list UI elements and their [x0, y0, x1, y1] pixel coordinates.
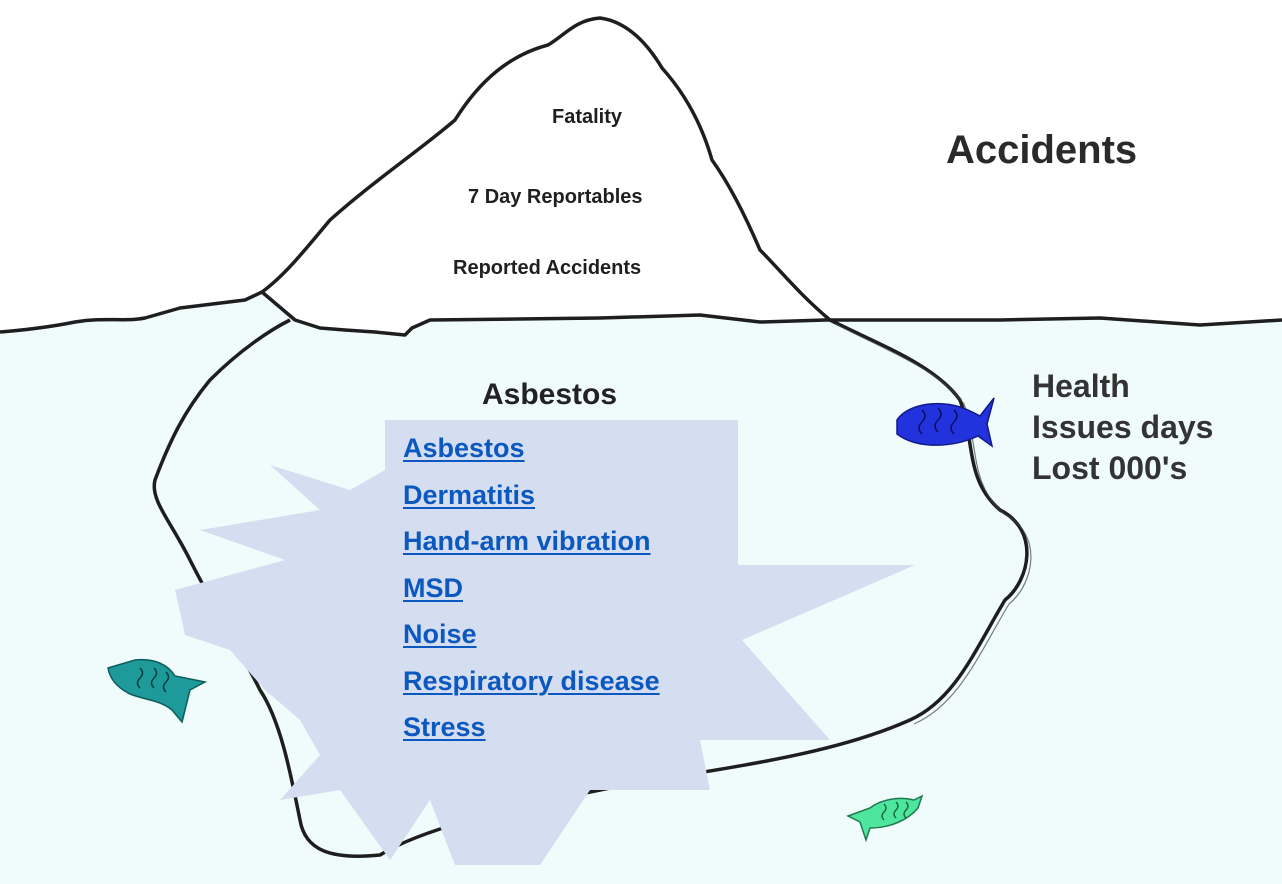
seven-day-reportables-label: 7 Day Reportables — [468, 186, 643, 209]
noise-link[interactable]: Noise — [403, 619, 477, 649]
health-issues-label: Health Issues days Lost 000's — [1032, 366, 1213, 489]
health-topic-links: Asbestos Dermatitis Hand-arm vibration M… — [403, 428, 660, 754]
seven-day-text: Day Reportables — [485, 186, 643, 208]
health-link-item: Asbestos — [403, 428, 660, 475]
health-link-item: MSD — [403, 568, 660, 615]
health-link-item: Noise — [403, 614, 660, 661]
hand-arm-vibration-link[interactable]: Hand-arm vibration — [403, 526, 651, 556]
respiratory-disease-link[interactable]: Respiratory disease — [403, 666, 660, 696]
asbestos-title: Asbestos — [482, 378, 617, 412]
msd-link[interactable]: MSD — [403, 573, 463, 603]
health-link-item: Dermatitis — [403, 475, 660, 522]
asbestos-link[interactable]: Asbestos — [403, 433, 525, 463]
accidents-title: Accidents — [946, 128, 1137, 173]
fatality-label: Fatality — [552, 106, 622, 129]
dermatitis-link[interactable]: Dermatitis — [403, 480, 535, 510]
health-link-item: Stress — [403, 707, 660, 754]
reported-accidents-label: Reported Accidents — [453, 257, 641, 280]
health-link-item: Hand-arm vibration — [403, 521, 660, 568]
health-issues-line-2: Issues days — [1032, 407, 1213, 448]
health-issues-line-1: Health — [1032, 366, 1213, 407]
health-link-item: Respiratory disease — [403, 661, 660, 708]
health-issues-line-3: Lost 000's — [1032, 448, 1213, 489]
seven-day-number: 7 — [468, 186, 479, 208]
stress-link[interactable]: Stress — [403, 712, 486, 742]
